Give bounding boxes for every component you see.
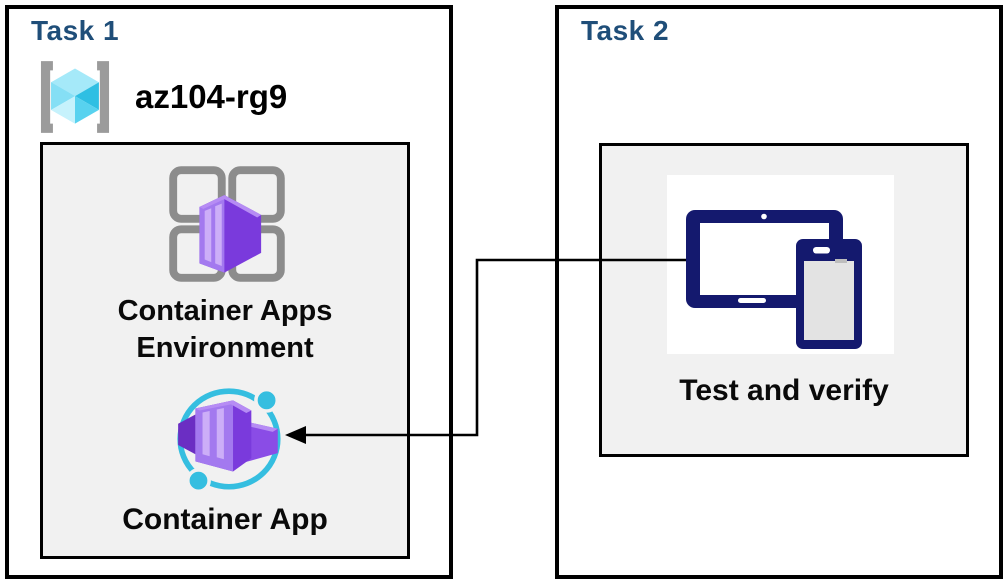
task2-panel: Task 2 Test and verify — [555, 5, 1003, 579]
task1-inner-panel: Container Apps Environment — [40, 142, 410, 559]
task1-title: Task 1 — [31, 15, 120, 46]
environment-label: Container Apps Environment — [117, 295, 333, 364]
devices-icon-plate — [667, 175, 894, 354]
task2-title: Task 2 — [581, 15, 670, 46]
task1-panel: Task 1 az104-rg9 — [5, 5, 453, 579]
resource-group: az104-rg9 — [29, 57, 287, 137]
resource-group-name: az104-rg9 — [135, 78, 288, 115]
resource-group-icon — [40, 61, 110, 133]
container-apps-environment-icon — [169, 166, 285, 282]
task2-inner-panel: Test and verify — [599, 143, 969, 457]
container-app-icon — [177, 387, 281, 494]
container-app-label: Container App — [122, 503, 328, 536]
test-and-verify-label: Test and verify — [679, 374, 889, 407]
devices-icon — [686, 210, 862, 349]
